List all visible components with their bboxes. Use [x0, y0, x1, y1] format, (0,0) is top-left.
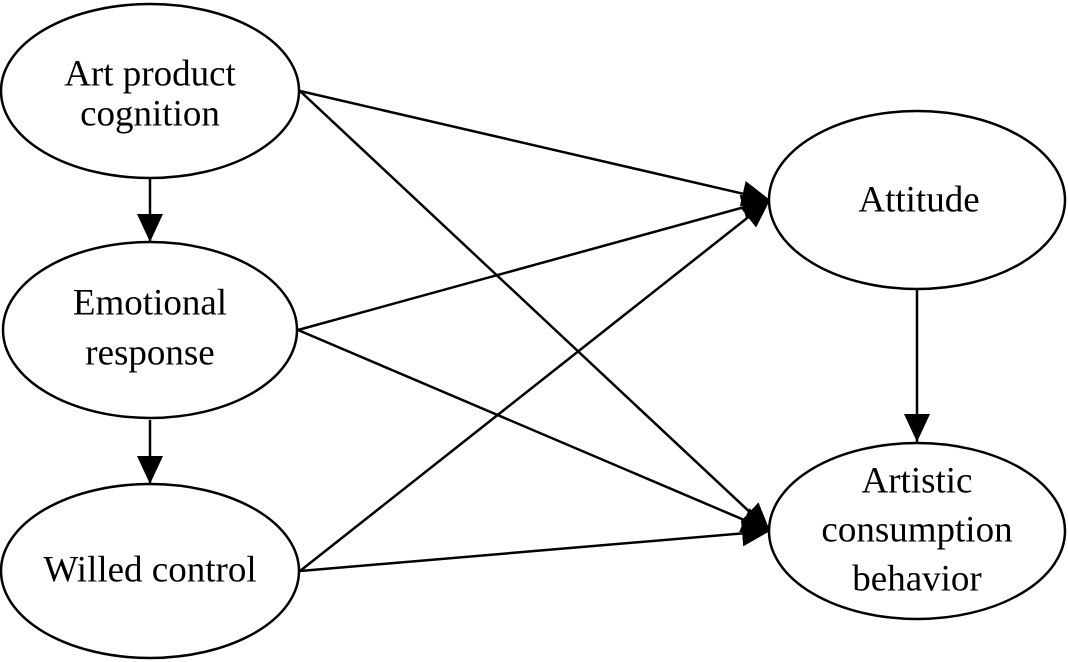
edge-willed-to-behavior — [299, 520, 771, 573]
node-ellipse — [767, 441, 1067, 621]
node-ellipse — [0, 482, 301, 660]
node-emotional-response: Emotional response — [1, 240, 299, 420]
edge-willed-to-attitude — [299, 199, 771, 572]
node-label-line: consumption — [821, 509, 1012, 550]
node-art-product-cognition: Art product cognition — [0, 2, 301, 180]
node-ellipse — [0, 2, 301, 180]
node-willed-control: Willed control — [0, 482, 301, 660]
node-label-line: Attitude — [858, 179, 979, 220]
node-ellipse — [767, 109, 1067, 291]
node-label-line: cognition — [80, 93, 220, 134]
node-label-line: Willed control — [43, 549, 256, 590]
edge-emotional-to-behavior — [297, 328, 771, 533]
edge-cognition-to-attitude — [299, 89, 771, 207]
node-attitude: Attitude — [767, 109, 1067, 291]
node-label-line: Emotional — [73, 282, 227, 323]
node-label-line: behavior — [852, 558, 981, 599]
node-ellipse — [1, 240, 299, 420]
edge-emotional-to-attitude — [297, 194, 771, 332]
node-label-line: Art product — [64, 53, 236, 94]
node-artistic-consumption-behavior: Artistic consumption behavior — [767, 441, 1067, 621]
node-label-line: Artistic — [862, 460, 973, 501]
node-label-line: response — [85, 332, 214, 373]
edges-layer — [137, 89, 930, 573]
edge-cognition-to-behavior — [299, 90, 771, 532]
